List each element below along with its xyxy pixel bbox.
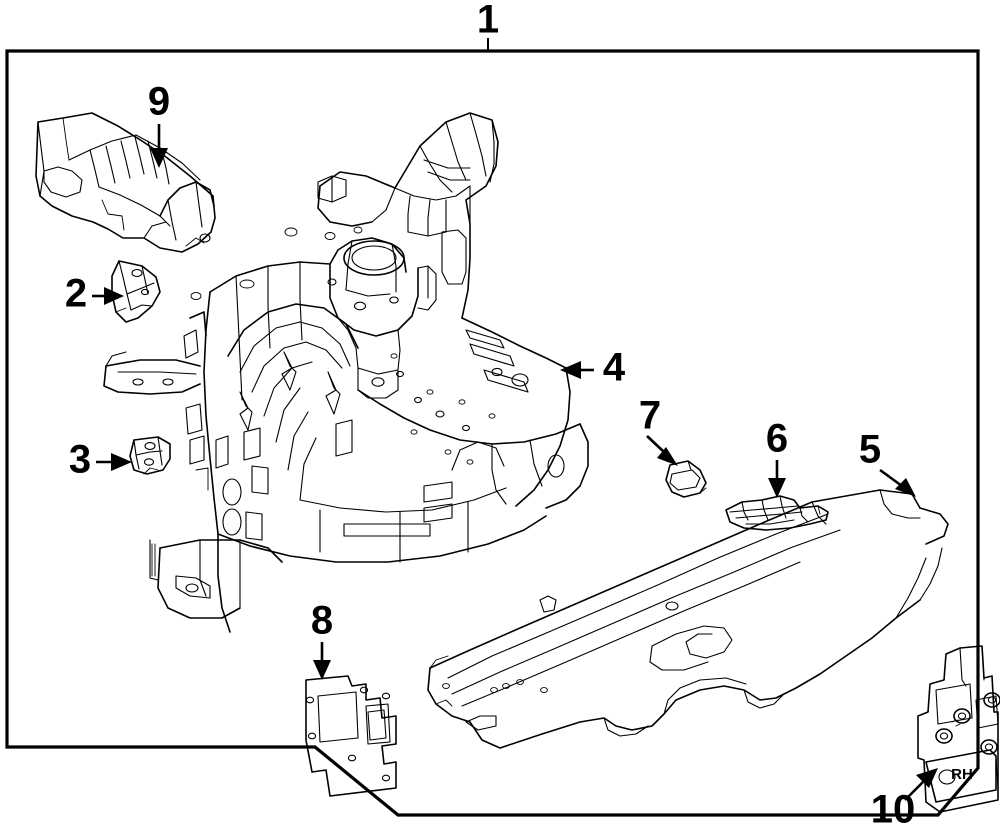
part-3-lower-mounting-bracket bbox=[129, 436, 171, 475]
part-6-rail-reinforcement bbox=[725, 495, 829, 531]
callout-5-leader-group bbox=[879, 468, 916, 497]
callout-3-leader-group bbox=[96, 453, 132, 471]
part-8-flat-mounting-plate bbox=[305, 675, 397, 797]
part-1-main-apron-assembly bbox=[103, 112, 589, 633]
callout-9-label: 9 bbox=[148, 80, 170, 124]
outer-frame-boundary bbox=[5, 49, 980, 817]
callout-7-label: 7 bbox=[639, 394, 661, 438]
part-2-upper-mounting-bracket bbox=[111, 260, 161, 323]
part-5-front-side-rail bbox=[427, 489, 949, 749]
callout-9-leader-group bbox=[150, 124, 168, 168]
callout-2-leader-group bbox=[92, 287, 124, 305]
callout-2-label: 2 bbox=[65, 272, 87, 316]
callout-7-leader-group bbox=[646, 435, 678, 466]
callout-4-leader-group bbox=[560, 361, 594, 379]
callout-8-leader-group bbox=[313, 642, 331, 680]
callout-4-label: 4 bbox=[603, 346, 626, 390]
callout-5-label: 5 bbox=[859, 428, 881, 472]
callout-1-label: 1 bbox=[477, 0, 499, 42]
callout-6-label: 6 bbox=[766, 417, 788, 461]
callout-10-leader-group bbox=[904, 768, 938, 801]
callout-3-label: 3 bbox=[69, 438, 91, 482]
part-10-rh-end-plate: RH bbox=[917, 645, 1000, 813]
callout-10-label: 10 bbox=[871, 788, 916, 832]
part-7-small-tab-bracket bbox=[665, 460, 707, 498]
callout-8-label: 8 bbox=[311, 599, 333, 643]
callout-6-leader-group bbox=[768, 460, 786, 498]
rh-marking-text: RH bbox=[951, 766, 973, 783]
